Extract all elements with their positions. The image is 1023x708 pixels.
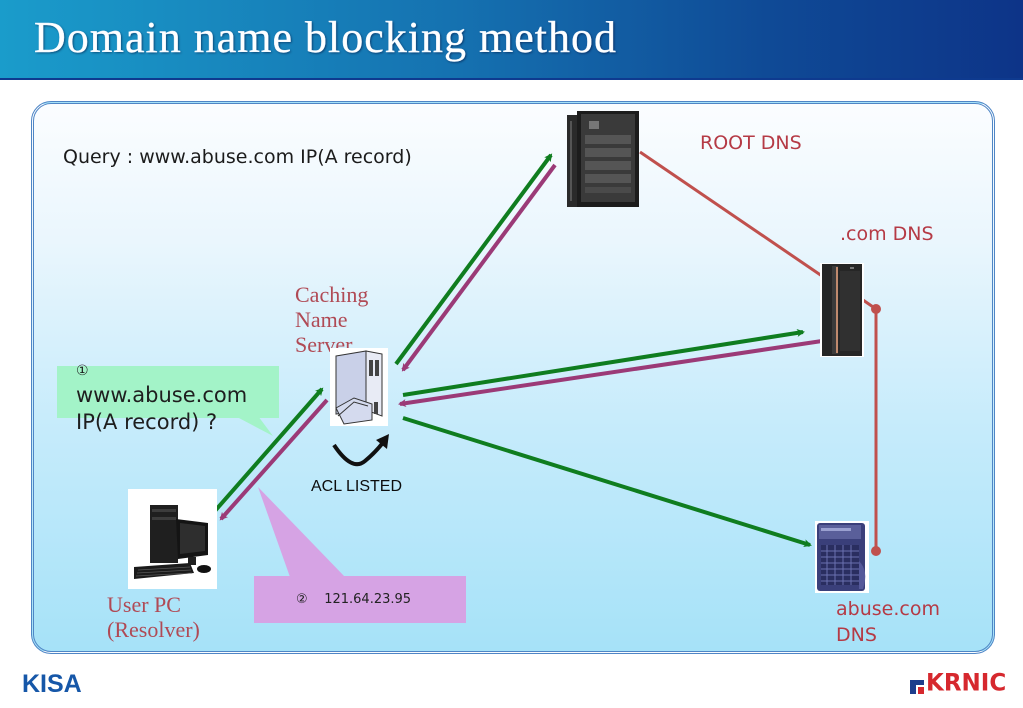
caching-server-icon bbox=[330, 348, 388, 426]
user-pc-label: User PC (Resolver) bbox=[107, 592, 200, 642]
krnic-wordmark: KRNIC bbox=[926, 669, 1007, 697]
rack-server-icon bbox=[567, 111, 639, 207]
user-pc-label-line1: User PC bbox=[107, 592, 181, 617]
caching-server-label-line2: Name bbox=[295, 307, 348, 332]
abuse-dns-label: abuse.com DNS bbox=[836, 596, 940, 648]
tower-server-icon bbox=[820, 263, 864, 357]
com-dns-label: .com DNS bbox=[840, 223, 934, 245]
root-dns-label: ROOT DNS bbox=[700, 132, 802, 154]
server-icon bbox=[815, 521, 869, 593]
kisa-logo: KISA bbox=[22, 670, 82, 698]
acl-listed-label: ACL LISTED bbox=[311, 478, 402, 495]
caching-server-label-line1: Caching bbox=[295, 282, 369, 307]
abuse-dns-label-line1: abuse.com bbox=[836, 598, 940, 620]
callout-query-text: ① www.abuse.com IP(A record) ? bbox=[76, 360, 247, 436]
callout-answer-text: ② 121.64.23.95 bbox=[296, 592, 411, 607]
desktop-computer-icon bbox=[128, 489, 217, 589]
callout-answer-box bbox=[254, 576, 466, 623]
slide-header: Domain name blocking method bbox=[0, 0, 1023, 80]
query-description: Query : www.abuse.com IP(A record) bbox=[63, 146, 412, 168]
slide-title: Domain name blocking method bbox=[34, 13, 617, 62]
callout-query-box bbox=[57, 366, 279, 418]
callout-answer-step: ② bbox=[296, 592, 308, 607]
callout-query-line1: www.abuse.com bbox=[76, 383, 248, 407]
krnic-logo: KRNIC bbox=[910, 666, 1007, 697]
callout-answer-ip: 121.64.23.95 bbox=[324, 592, 412, 607]
user-pc-label-line2: (Resolver) bbox=[107, 617, 200, 642]
callout-query-step: ① bbox=[76, 363, 89, 379]
caching-server-label: Caching Name Server bbox=[295, 282, 368, 357]
abuse-dns-label-line2: DNS bbox=[836, 624, 877, 646]
callout-query-line2: IP(A record) ? bbox=[76, 410, 218, 434]
krnic-mark-icon bbox=[910, 676, 924, 694]
